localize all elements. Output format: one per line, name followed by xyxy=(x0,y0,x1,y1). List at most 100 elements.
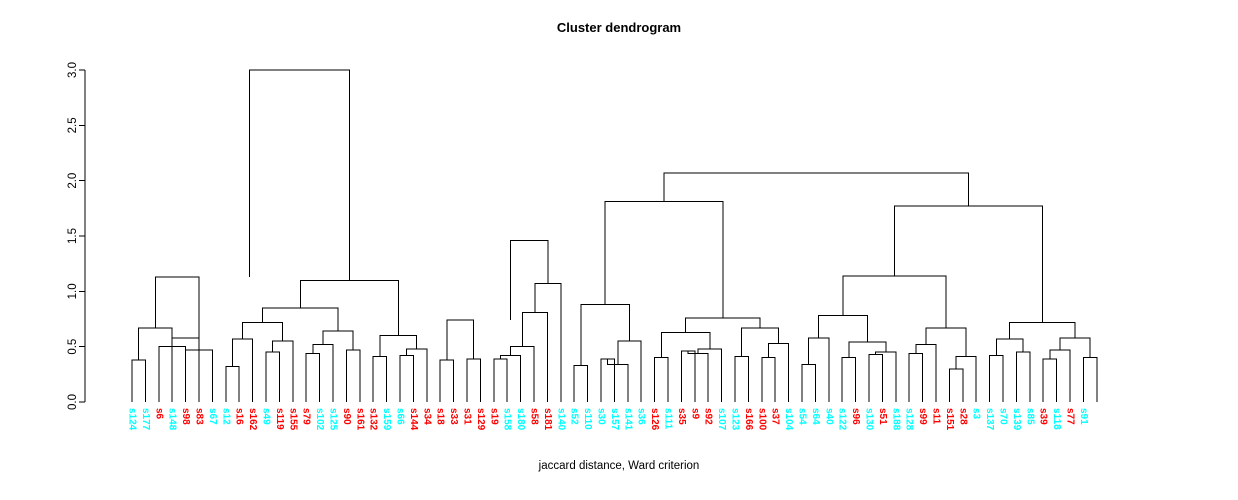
leaf-label: s104 xyxy=(783,408,794,431)
dendrogram-link xyxy=(687,351,709,402)
y-axis: 0.0 0.5 1.0 1.5 2.0 2.5 3.0 xyxy=(67,62,86,410)
dendrogram-link xyxy=(345,349,361,402)
dendrogram-link xyxy=(1049,349,1071,402)
leaf-label: s31 xyxy=(462,408,473,425)
dendrogram-link xyxy=(510,346,535,402)
leaf-label: s124 xyxy=(127,408,138,431)
leaf-label: s100 xyxy=(756,408,767,431)
dendrogram-link xyxy=(680,350,696,402)
leaf-label: s122 xyxy=(837,408,848,431)
leaf-label: s92 xyxy=(703,408,714,425)
y-axis-tick-label: 0.0 xyxy=(67,394,79,410)
leaf-label: s18 xyxy=(435,408,446,425)
dendrogram-branches xyxy=(131,69,1098,402)
leaf-label: s161 xyxy=(354,408,365,431)
leaf-label: s140 xyxy=(555,408,566,431)
leaf-tick-marks xyxy=(131,393,1084,402)
leaf-label: s3 xyxy=(971,408,982,420)
leaf-label: s6 xyxy=(153,408,164,420)
leaf-label: s177 xyxy=(140,408,151,431)
dendrogram-link xyxy=(154,276,200,345)
leaf-label: s52 xyxy=(569,408,580,425)
leaf-label: s51 xyxy=(877,408,888,425)
leaf-label: s40 xyxy=(823,408,834,425)
leaf-label: s66 xyxy=(395,408,406,425)
leaf-label: s98 xyxy=(180,408,191,425)
dendrogram-link xyxy=(734,356,749,402)
leaf-label: s90 xyxy=(341,408,352,425)
leaf-label: s119 xyxy=(274,408,285,430)
leaf-label: s12 xyxy=(220,408,231,425)
dendrogram-link xyxy=(131,359,146,402)
dendrogram-link xyxy=(248,69,350,281)
leaf-label: s126 xyxy=(649,408,660,431)
leaf-label: s180 xyxy=(515,408,526,431)
leaf-label: s67 xyxy=(207,408,218,425)
leaf-label: s137 xyxy=(984,408,995,431)
leaf-label: s83 xyxy=(194,408,205,425)
dendrogram-link xyxy=(372,356,388,402)
leaf-label: s19 xyxy=(488,408,499,425)
y-axis-tick-label: 3.0 xyxy=(67,62,79,78)
dendrogram-link xyxy=(439,359,455,402)
leaf-label: s107 xyxy=(716,408,727,431)
leaf-label: s148 xyxy=(167,408,178,431)
leaf-label: s58 xyxy=(529,408,540,425)
dendrogram-link xyxy=(305,352,321,402)
leaf-label: s30 xyxy=(596,408,607,425)
leaf-label: s11 xyxy=(931,408,942,425)
leaf-label: s70 xyxy=(998,408,1009,425)
dendrogram-link xyxy=(171,337,200,402)
leaf-label: s144 xyxy=(408,408,419,431)
leaf-label: s77 xyxy=(1065,408,1076,425)
dendrogram-link xyxy=(185,349,213,402)
dendrogram-link xyxy=(225,366,240,402)
leaf-label: s123 xyxy=(730,408,741,431)
leaf-label: s181 xyxy=(542,408,553,431)
dendrogram-link xyxy=(955,356,977,402)
x-axis-caption: jaccard distance, Ward criterion xyxy=(538,460,700,472)
leaf-label: s158 xyxy=(502,408,513,431)
leaf-label: s129 xyxy=(475,408,486,431)
leaf-label: s141 xyxy=(622,408,633,431)
leaf-label: s188 xyxy=(890,408,901,431)
y-axis-tick-label: 2.0 xyxy=(67,173,79,189)
y-axis-tick-label: 2.5 xyxy=(67,117,79,133)
leaf-label: s110 xyxy=(582,408,593,430)
leaf-label: s157 xyxy=(609,408,620,431)
leaf-label: s118 xyxy=(1051,408,1062,430)
y-axis-tick-label: 1.0 xyxy=(67,283,79,299)
leaf-label: s132 xyxy=(368,408,379,431)
leaf-label: s125 xyxy=(328,408,339,431)
dendrogram-link xyxy=(768,342,790,402)
leaf-label: s91 xyxy=(1078,408,1089,425)
dendrogram-link xyxy=(299,279,399,336)
leaf-label: s130 xyxy=(864,408,875,431)
leaf-label: s28 xyxy=(957,408,968,425)
dendrogram-link xyxy=(446,319,475,360)
dendrogram-link xyxy=(908,352,924,402)
leaf-label: s155 xyxy=(287,408,298,431)
leaf-label: s54 xyxy=(797,408,808,425)
leaf-label: s128 xyxy=(904,408,915,431)
leaf-label: s37 xyxy=(770,408,781,425)
leaf-label: s96 xyxy=(850,408,861,425)
leaf-label: s64 xyxy=(810,408,821,425)
page-title: Cluster dendrogram xyxy=(557,20,681,35)
leaf-label: s79 xyxy=(301,408,312,425)
leaf-label: s16 xyxy=(234,408,245,425)
leaf-label: s159 xyxy=(381,408,392,431)
leaf-label: s139 xyxy=(1011,408,1022,431)
dendrogram-link xyxy=(509,239,549,321)
leaf-label: s33 xyxy=(448,408,459,425)
leaf-label: s35 xyxy=(676,408,687,425)
leaf-label: s102 xyxy=(314,408,325,431)
y-axis-tick-label: 0.5 xyxy=(67,339,79,355)
leaf-label: s36 xyxy=(636,408,647,425)
y-axis-tick-label: 1.5 xyxy=(67,228,79,244)
leaf-label: s162 xyxy=(247,408,258,431)
leaf-label: s85 xyxy=(1024,408,1035,425)
